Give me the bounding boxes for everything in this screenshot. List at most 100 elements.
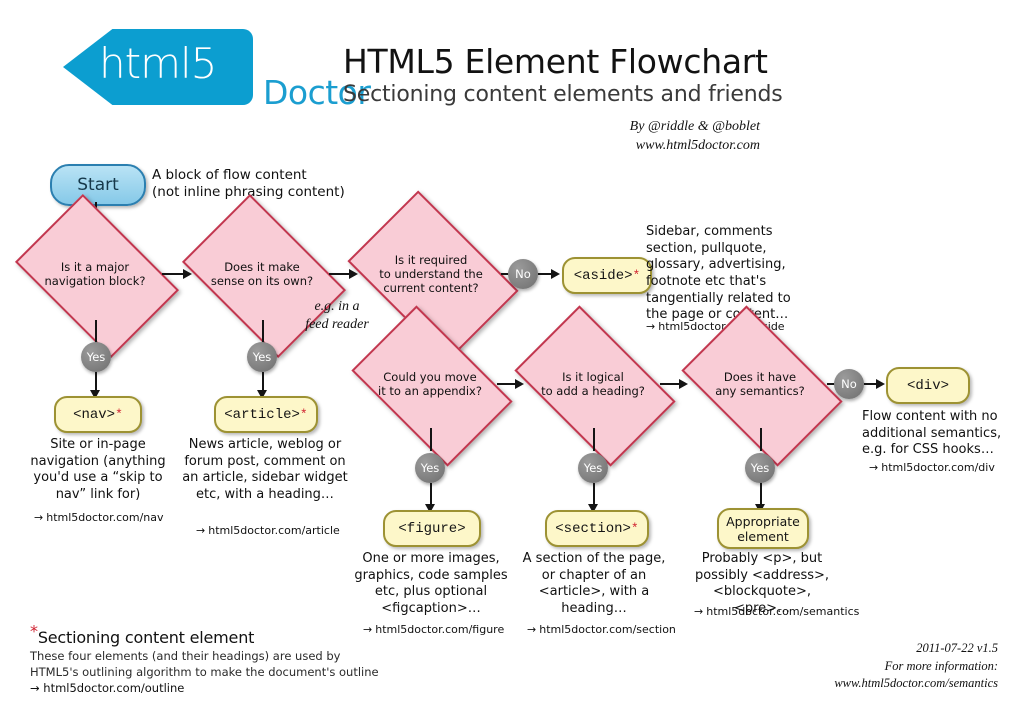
connector-d1-to-d2 bbox=[162, 273, 186, 275]
connector-yes-to-section bbox=[593, 483, 595, 506]
decision-line1: Is it logical bbox=[562, 369, 624, 384]
link-text: html5doctor.com/article bbox=[208, 524, 340, 537]
feed-reader-line2: feed reader bbox=[305, 316, 369, 332]
start-note-line2: (not inline phrasing content) bbox=[152, 183, 345, 200]
decision-semantics[interactable]: Does it have any semantics? bbox=[681, 305, 843, 467]
connector-yes-to-figure bbox=[430, 483, 432, 506]
result-aside-description: Sidebar, comments section, pullquote, gl… bbox=[646, 224, 791, 323]
arrowhead-yes-to-article bbox=[257, 390, 267, 399]
arrow-glyph: → bbox=[869, 461, 879, 474]
connector-yes-to-appropriate bbox=[760, 483, 762, 506]
decision-makes-sense[interactable]: Does it make sense on its own? bbox=[181, 193, 347, 359]
title-block: HTML5 Element Flowchart Sectioning conte… bbox=[343, 42, 813, 106]
sectioning-star: * bbox=[30, 621, 38, 641]
decision-label: Does it have any semantics? bbox=[706, 370, 814, 398]
decision-line1: Does it have bbox=[723, 369, 797, 384]
decision-line2: any semantics? bbox=[715, 384, 805, 398]
legend: *Sectioning content element These four e… bbox=[30, 623, 450, 695]
result-figure-label: <figure> bbox=[398, 520, 466, 537]
connector-d4-to-yes bbox=[430, 428, 432, 451]
result-section-link[interactable]: →html5doctor.com/section bbox=[527, 623, 676, 636]
page-title: HTML5 Element Flowchart bbox=[343, 42, 768, 81]
arrow-glyph: → bbox=[34, 511, 44, 524]
decision-line2: to understand the bbox=[379, 266, 483, 281]
result-figure-link[interactable]: →html5doctor.com/figure bbox=[363, 623, 504, 636]
start-node[interactable]: Start bbox=[50, 164, 146, 206]
arrowhead-no-to-aside bbox=[551, 269, 560, 279]
arrow-glyph: → bbox=[363, 623, 373, 636]
decision-line3: current content? bbox=[383, 281, 479, 295]
link-text: html5doctor.com/div bbox=[881, 461, 995, 474]
result-section-description: A section of the page, or chapter of an … bbox=[522, 551, 666, 616]
connector-d2-to-yes bbox=[262, 320, 264, 343]
result-div-description: Flow content with no additional semantic… bbox=[862, 409, 1002, 458]
connector-d5-to-yes bbox=[593, 428, 595, 451]
decision-line2: navigation block? bbox=[44, 274, 146, 288]
link-text: html5doctor.com/semantics bbox=[706, 605, 860, 618]
result-appropriate-link[interactable]: →html5doctor.com/semantics bbox=[694, 605, 859, 618]
decision-major-nav[interactable]: Is it a major navigation block? bbox=[14, 193, 180, 359]
result-article-link[interactable]: →html5doctor.com/article bbox=[196, 524, 340, 537]
arrowhead-d5-to-d6 bbox=[679, 379, 688, 389]
arrowhead-yes-to-nav bbox=[90, 390, 100, 399]
arrowhead-d2-to-d3 bbox=[349, 269, 358, 279]
start-note: A block of flow content (not inline phra… bbox=[152, 167, 402, 201]
link-text: html5doctor.com/outline bbox=[43, 681, 185, 696]
result-div[interactable]: <div> bbox=[886, 367, 970, 404]
decision-line1: Is it required bbox=[394, 252, 468, 267]
link-text: html5doctor.com/section bbox=[539, 623, 676, 636]
feed-reader-line1: e.g. in a bbox=[314, 299, 360, 314]
decision-heading[interactable]: Is it logical to add a heading? bbox=[514, 305, 676, 467]
edge-label-yes-figure: Yes bbox=[415, 453, 445, 483]
html5-logo-text: html5 bbox=[99, 39, 217, 88]
result-figure[interactable]: <figure> bbox=[383, 510, 481, 547]
result-appropriate-line2: element bbox=[737, 528, 789, 544]
feed-reader-note: e.g. in a feed reader bbox=[282, 298, 392, 333]
decision-line2: to add a heading? bbox=[541, 384, 645, 398]
legend-body: These four elements (and their headings)… bbox=[30, 649, 450, 680]
connector-d3-to-no bbox=[501, 273, 509, 275]
footer-more-info: For more information: bbox=[884, 658, 998, 673]
arrow-glyph: → bbox=[646, 320, 656, 333]
arrow-glyph: → bbox=[196, 524, 206, 537]
footer-credits: 2011-07-22 v1.5 For more information: ww… bbox=[834, 640, 998, 693]
edge-label-yes-nav: Yes bbox=[81, 342, 111, 372]
result-aside[interactable]: <aside>* bbox=[562, 257, 652, 294]
link-text: html5doctor.com/figure bbox=[375, 623, 505, 636]
edge-label-yes-appropriate: Yes bbox=[745, 453, 775, 483]
decision-appendix[interactable]: Could you move it to an appendix? bbox=[351, 305, 513, 467]
result-nav[interactable]: <nav>* bbox=[54, 396, 142, 433]
result-article-description: News article, weblog or forum post, comm… bbox=[182, 437, 348, 502]
arrowhead-d1-to-d2 bbox=[183, 269, 192, 279]
decision-required[interactable]: Is it required to understand the current… bbox=[347, 190, 519, 362]
legend-link[interactable]: → html5doctor.com/outline bbox=[30, 681, 450, 695]
arrowhead-yes-to-section bbox=[588, 504, 598, 513]
connector-no-to-div bbox=[864, 383, 880, 385]
byline-authors: By @riddle & @boblet bbox=[629, 119, 760, 134]
logo-doctor-text: Doctor bbox=[263, 73, 371, 112]
result-div-label: <div> bbox=[906, 377, 949, 394]
result-div-link[interactable]: →html5doctor.com/div bbox=[869, 461, 995, 474]
decision-line1: Could you move bbox=[383, 369, 477, 384]
arrow-glyph: → bbox=[30, 681, 40, 696]
connector-no-to-aside bbox=[538, 273, 555, 275]
result-appropriate-element[interactable]: Appropriate element bbox=[717, 508, 809, 549]
result-nav-link[interactable]: →html5doctor.com/nav bbox=[34, 511, 164, 524]
decision-line1: Is it a major bbox=[60, 259, 130, 274]
arrowhead-no-to-div bbox=[876, 379, 885, 389]
connector-d1-to-yes bbox=[95, 320, 97, 343]
arrowhead-yes-to-figure bbox=[425, 504, 435, 513]
connector-yes-to-article bbox=[262, 372, 264, 392]
decision-label: Does it make sense on its own? bbox=[208, 260, 316, 288]
legend-body-line2: HTML5's outlining algorithm to make the … bbox=[30, 664, 379, 679]
legend-title: *Sectioning content element bbox=[30, 623, 450, 647]
arrow-glyph: → bbox=[527, 623, 537, 636]
result-appropriate-line1: Appropriate bbox=[726, 513, 800, 529]
link-text: html5doctor.com/nav bbox=[46, 511, 164, 524]
connector-d5-to-d6 bbox=[660, 383, 682, 385]
footer-version: 2011-07-22 v1.5 bbox=[916, 641, 998, 655]
result-article[interactable]: <article>* bbox=[214, 396, 318, 433]
connector-d4-to-d5 bbox=[497, 383, 518, 385]
result-nav-description: Site or in-page navigation (anything you… bbox=[30, 437, 166, 502]
result-section[interactable]: <section>* bbox=[545, 510, 649, 547]
